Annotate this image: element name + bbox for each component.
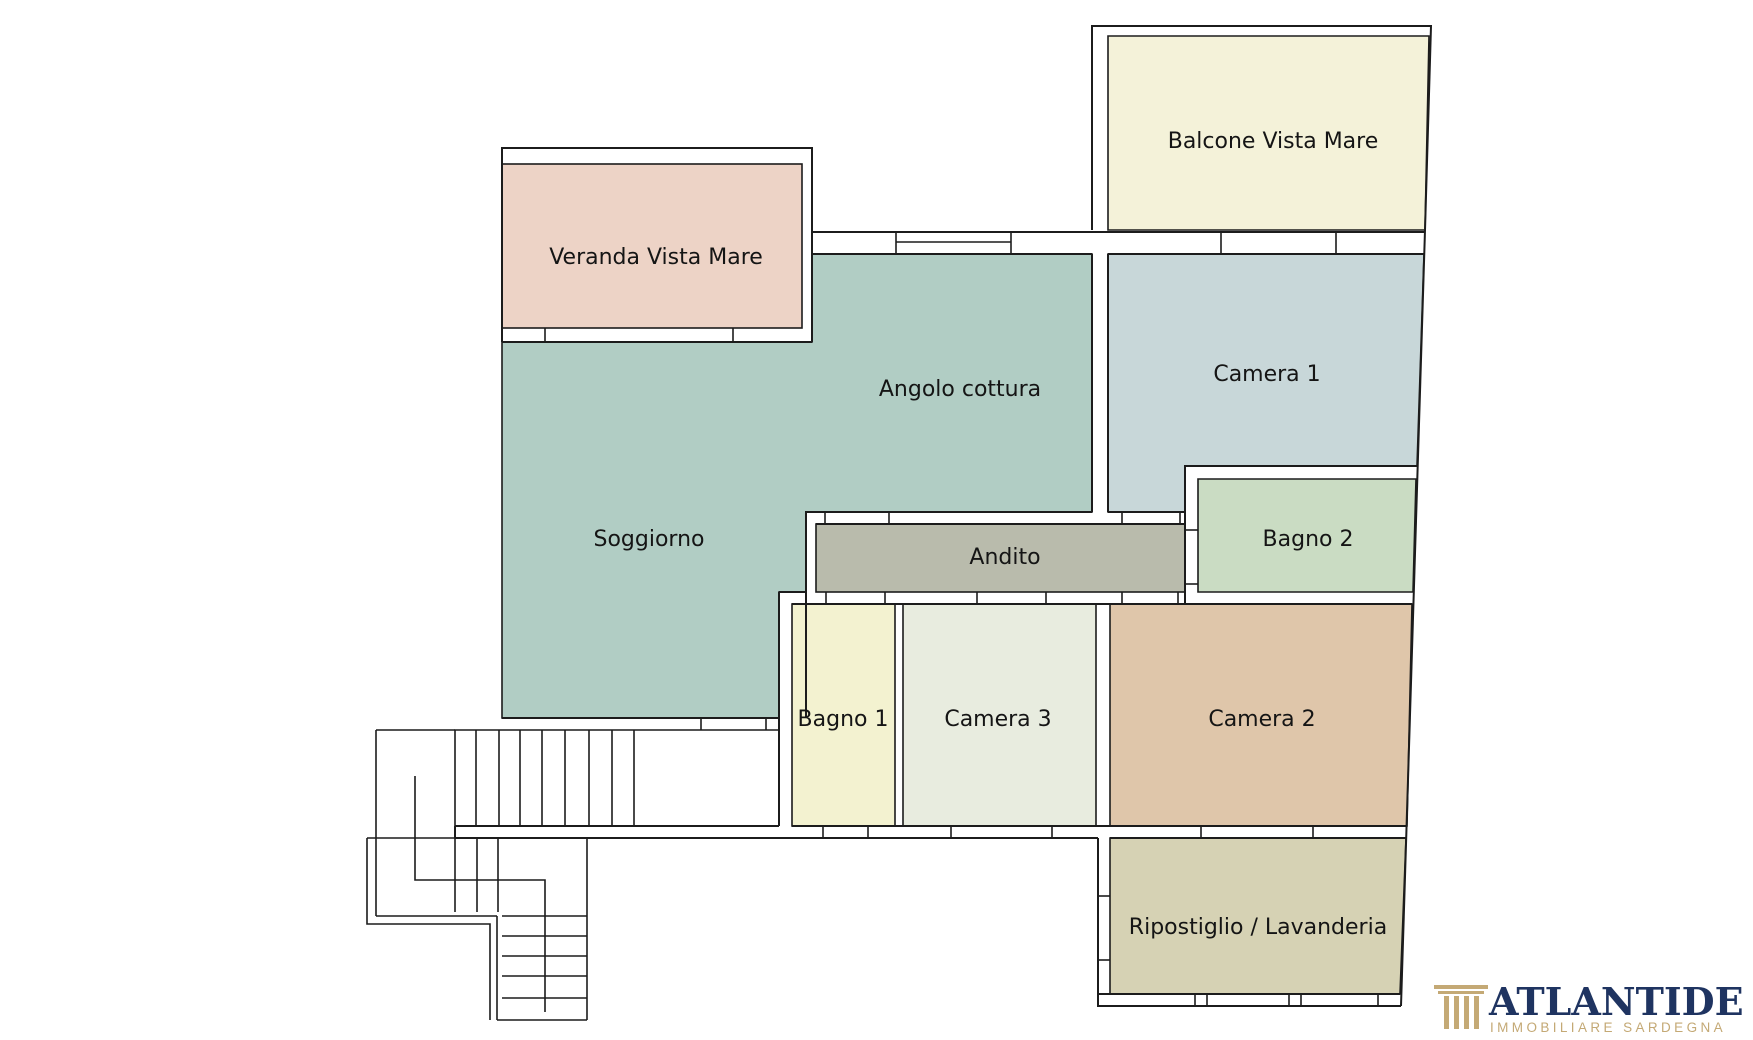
label-veranda: Veranda Vista Mare	[549, 245, 763, 270]
label-balcone: Balcone Vista Mare	[1168, 129, 1379, 154]
logo-name: ATLANTIDE	[1488, 979, 1744, 1024]
walls	[454, 25, 1433, 1007]
label-ripostiglio: Ripostiglio / Lavanderia	[1129, 915, 1387, 940]
stairs	[366, 729, 779, 1021]
atlantide-logo: ATLANTIDE IMMOBILIARE SARDEGNA	[1434, 979, 1744, 1035]
room-veranda	[501, 163, 803, 329]
label-camera2: Camera 2	[1208, 707, 1315, 732]
label-bagno1: Bagno 1	[798, 707, 889, 732]
room-andito	[815, 523, 1186, 593]
openings	[544, 232, 1379, 1006]
label-camera1: Camera 1	[1213, 362, 1320, 387]
column-icon	[1434, 985, 1488, 1029]
label-camera3: Camera 3	[944, 707, 1051, 732]
logo-tagline: IMMOBILIARE SARDEGNA	[1490, 1020, 1726, 1035]
label-andito: Andito	[969, 545, 1040, 570]
label-angolo-cottura: Angolo cottura	[879, 377, 1041, 402]
label-bagno2: Bagno 2	[1263, 527, 1354, 552]
label-soggiorno: Soggiorno	[594, 527, 705, 552]
room-camera3	[902, 603, 1097, 827]
